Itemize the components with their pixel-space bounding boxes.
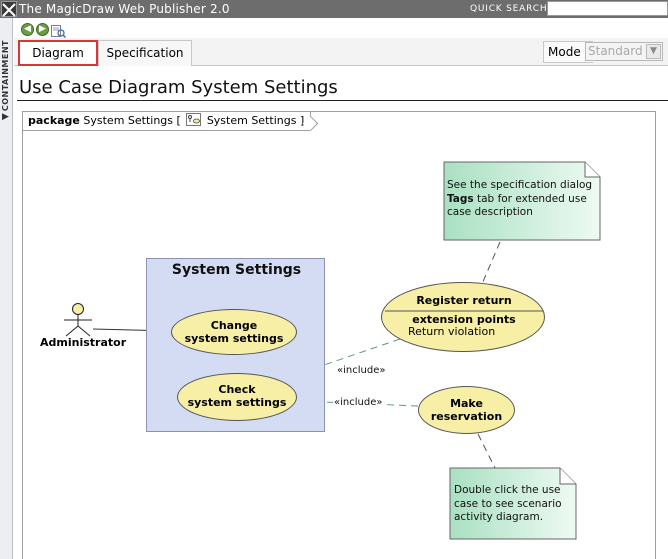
usecase-make-reservation[interactable]: Make reservation bbox=[418, 386, 515, 434]
include-label: «include» bbox=[333, 397, 384, 408]
frame-package-name: System Settings [ bbox=[83, 114, 181, 127]
usecase-label-line1: Make bbox=[450, 397, 483, 410]
mode-select-value: Standard bbox=[588, 44, 643, 58]
mode-select[interactable]: Standard ▼ bbox=[585, 42, 663, 61]
usecase-compartment-divider bbox=[385, 310, 543, 312]
quick-search-input[interactable] bbox=[547, 1, 668, 16]
note-anchor-bottom bbox=[477, 433, 496, 469]
usecase-change-system-settings[interactable]: Change system settings bbox=[171, 309, 297, 355]
note-text: tab for extended use bbox=[473, 192, 587, 205]
usecase-label-line2: reservation bbox=[430, 410, 503, 423]
actor-figure bbox=[64, 303, 92, 337]
note-line: Double click the use bbox=[454, 484, 561, 496]
tab-diagram[interactable]: Diagram bbox=[18, 40, 98, 66]
tab-specification[interactable]: Specification bbox=[98, 40, 192, 66]
note-line: See the specification dialog bbox=[447, 179, 593, 191]
quick-search-label: QUICK SEARCH: bbox=[470, 4, 552, 14]
extension-points-label: extension points bbox=[412, 313, 516, 326]
usecase-name: Register return bbox=[416, 294, 512, 307]
actor-administrator[interactable]: Administrator bbox=[40, 336, 127, 349]
title-divider bbox=[17, 100, 668, 101]
usecase-label-line2: system settings bbox=[187, 396, 287, 409]
use-case-diagram-icon bbox=[186, 113, 202, 126]
extension-point: Return violation bbox=[408, 325, 496, 338]
system-boundary-name: System Settings bbox=[171, 262, 302, 278]
frame-keyword: package bbox=[28, 114, 80, 127]
title-bar: The MagicDraw Web Publisher 2.0 QUICK SE… bbox=[0, 0, 668, 18]
note-activity-hint[interactable]: Double click the use case to see scenari… bbox=[450, 468, 576, 539]
note-shape-bottom bbox=[449, 467, 577, 540]
tab-bar: Diagram Specification Mode : Standard ▼ bbox=[14, 38, 668, 66]
forward-icon[interactable]: ▶ bbox=[36, 23, 49, 36]
expand-arrow-icon[interactable]: ▶ bbox=[2, 112, 9, 122]
include-label: «include» bbox=[336, 365, 387, 376]
note-bold-text: Tags bbox=[447, 192, 474, 205]
usecase-label-line1: Check bbox=[218, 383, 256, 396]
magicdraw-logo-icon bbox=[1, 1, 17, 17]
app-title: The MagicDraw Web Publisher 2.0 bbox=[19, 2, 230, 16]
diagram-frame-tag: package System Settings [ System Setting… bbox=[22, 111, 312, 131]
note-line: Tags tab for extended use bbox=[447, 193, 596, 207]
usecase-register-return[interactable]: Register return extension points Return … bbox=[381, 282, 545, 352]
usecase-label-line1: Change bbox=[210, 319, 258, 332]
usecase-label-line2: system settings bbox=[184, 332, 284, 345]
chevron-down-icon[interactable]: ▼ bbox=[646, 44, 661, 59]
page-title: Use Case Diagram System Settings bbox=[19, 77, 338, 98]
note-line: case to see scenario bbox=[454, 497, 562, 510]
note-fold-top bbox=[584, 162, 600, 178]
note-line: case description bbox=[447, 206, 533, 218]
frame-diagram-name: System Settings ] bbox=[206, 114, 305, 127]
note-specification-hint[interactable]: See the specification dialog Tags tab fo… bbox=[444, 162, 600, 240]
containment-panel-toggle[interactable]: CONTAINMENT ▶ bbox=[0, 18, 13, 559]
note-shape-top bbox=[443, 161, 601, 241]
usecase-check-system-settings[interactable]: Check system settings bbox=[177, 373, 297, 421]
mode-label: Mode : bbox=[543, 41, 593, 63]
note-line: activity diagram. bbox=[454, 511, 544, 523]
back-icon[interactable]: ◀ bbox=[21, 23, 34, 36]
search-document-icon[interactable] bbox=[51, 23, 67, 39]
note-anchor-top bbox=[481, 241, 501, 285]
note-fold-bottom bbox=[559, 468, 576, 485]
